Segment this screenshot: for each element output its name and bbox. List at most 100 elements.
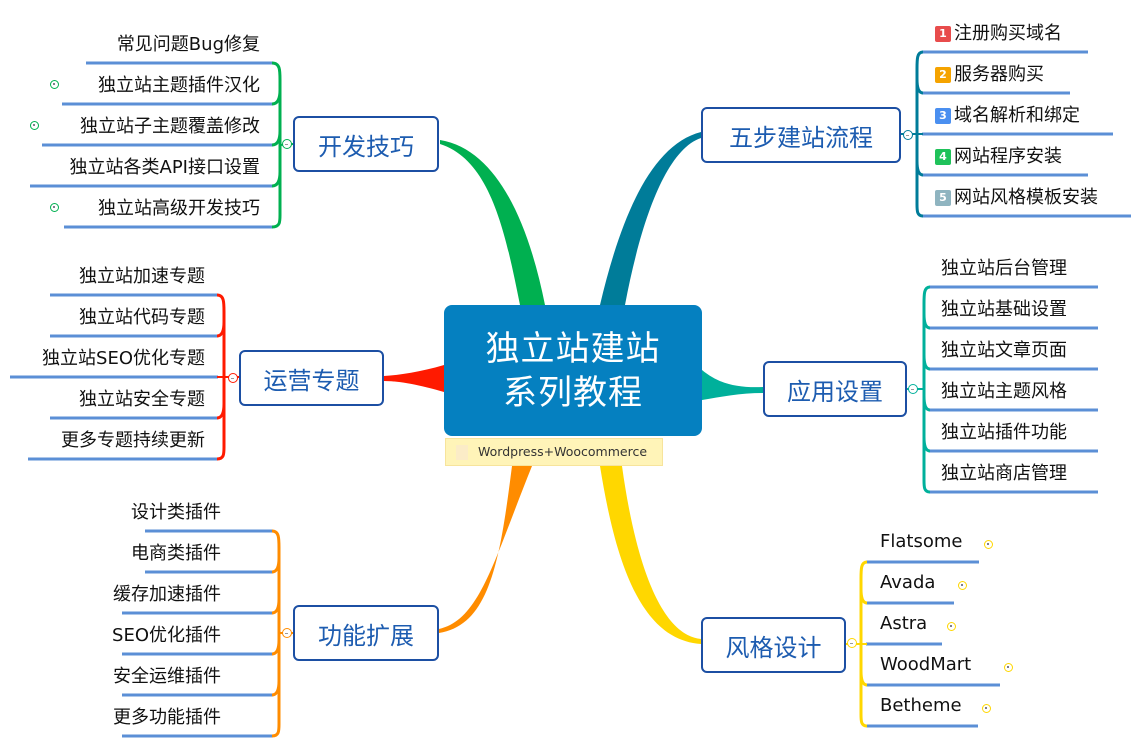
- steps-bracket: [915, 50, 924, 218]
- ext-bracket-branch: [271, 598, 281, 615]
- central-topic[interactable]: 独立站建站 系列教程: [444, 305, 702, 436]
- ops-bracket-branch: [216, 403, 226, 420]
- collapse-minus-icon: [231, 377, 234, 379]
- topic-app[interactable]: 应用设置: [763, 361, 907, 417]
- dev-item-marker-icon: [29, 120, 39, 130]
- step-item-label: 域名解析和绑定: [954, 105, 1080, 126]
- step-number-badge-icon: 4: [935, 149, 951, 165]
- style-item[interactable]: Betheme: [880, 695, 962, 716]
- topic-ext-label: 功能扩展: [318, 621, 414, 650]
- step-number-badge-icon: 2: [935, 67, 951, 83]
- collapse-minus-icon: [285, 632, 288, 634]
- collapse-minus-icon: [285, 143, 288, 145]
- ops-bracket-branch: [216, 321, 226, 338]
- dev-bracket: [271, 61, 282, 229]
- style-item[interactable]: WoodMart: [880, 654, 972, 675]
- ext-item[interactable]: 电商类插件: [131, 543, 221, 564]
- ops-item[interactable]: 更多专题持续更新: [61, 430, 205, 451]
- style-item[interactable]: Flatsome: [880, 531, 963, 552]
- collapse-minus-icon: [906, 134, 909, 136]
- connector-ext: [439, 466, 532, 633]
- style-item[interactable]: Avada: [880, 572, 936, 593]
- topic-style[interactable]: 风格设计: [701, 617, 846, 673]
- topic-ops-label: 运营专题: [263, 366, 360, 395]
- ops-item[interactable]: 独立站加速专题: [79, 266, 205, 287]
- step-item-label: 注册购买域名: [954, 23, 1062, 44]
- dev-item[interactable]: 常见问题Bug修复: [116, 34, 260, 55]
- steps-collapse-toggle[interactable]: [903, 130, 913, 140]
- style-bracket: [859, 560, 868, 728]
- app-bracket-branch: [922, 354, 931, 371]
- ext-item[interactable]: 缓存加速插件: [113, 584, 221, 605]
- topic-ext[interactable]: 功能扩展: [293, 605, 439, 661]
- style-item-marker-icon: [983, 539, 993, 549]
- connector-steps: [600, 132, 701, 305]
- app-item[interactable]: 独立站主题风格: [941, 381, 1067, 402]
- style-bracket-branch: [859, 588, 868, 605]
- app-item[interactable]: 独立站商店管理: [941, 463, 1067, 484]
- app-item[interactable]: 独立站插件功能: [941, 422, 1067, 443]
- style-item-marker-icon: [981, 703, 991, 713]
- topic-steps[interactable]: 五步建站流程: [701, 107, 901, 163]
- app-bracket: [922, 285, 931, 494]
- dev-item[interactable]: 独立站主题插件汉化: [98, 75, 260, 96]
- ext-item[interactable]: 设计类插件: [131, 502, 221, 523]
- ext-collapse-toggle[interactable]: [282, 628, 292, 638]
- dev-bracket-branch: [271, 89, 282, 106]
- ext-bracket: [271, 529, 281, 738]
- topic-ops[interactable]: 运营专题: [239, 350, 384, 406]
- dev-item-marker-icon: [49, 202, 59, 212]
- dev-item[interactable]: 独立站各类API接口设置: [69, 157, 260, 178]
- topic-dev[interactable]: 开发技巧: [293, 116, 439, 172]
- topic-steps-label: 五步建站流程: [729, 123, 873, 152]
- ops-item[interactable]: 独立站代码专题: [79, 307, 205, 328]
- topic-style-label: 风格设计: [725, 633, 822, 662]
- style-bracket-branch: [859, 670, 868, 687]
- dev-item[interactable]: 独立站高级开发技巧: [98, 198, 260, 219]
- dev-item[interactable]: 独立站子主题覆盖修改: [80, 116, 260, 137]
- app-collapse-toggle[interactable]: [908, 384, 918, 394]
- ext-item[interactable]: 更多功能插件: [113, 707, 221, 728]
- central-note[interactable]: Wordpress+Woocommerce: [445, 438, 663, 466]
- steps-bracket-branch: [915, 78, 924, 95]
- step-item-label: 网站程序安装: [954, 146, 1062, 167]
- dev-item-marker-icon: [49, 79, 59, 89]
- dev-collapse-toggle[interactable]: [282, 139, 292, 149]
- step-item-label: 网站风格模板安装: [954, 187, 1098, 208]
- note-text: Wordpress+Woocommerce: [478, 444, 648, 459]
- ext-item[interactable]: SEO优化插件: [112, 625, 221, 646]
- ops-bracket: [216, 293, 226, 461]
- connector-style: [600, 466, 701, 644]
- connector-app: [702, 370, 763, 400]
- app-bracket-branch: [922, 313, 931, 330]
- ops-collapse-toggle[interactable]: [228, 373, 238, 383]
- step-number-badge-icon: 1: [935, 26, 951, 42]
- topic-app-label: 应用设置: [787, 377, 883, 406]
- ext-item[interactable]: 安全运维插件: [113, 666, 221, 687]
- style-item-marker-icon: [946, 621, 956, 631]
- ops-item[interactable]: 独立站SEO优化专题: [42, 348, 205, 369]
- style-item[interactable]: Astra: [880, 613, 928, 634]
- ext-bracket-branch: [271, 680, 281, 697]
- app-item[interactable]: 独立站后台管理: [941, 258, 1067, 279]
- ext-bracket-branch: [271, 557, 281, 574]
- steps-bracket-branch: [915, 160, 924, 177]
- app-item[interactable]: 独立站基础设置: [941, 299, 1067, 320]
- app-bracket-branch: [922, 436, 931, 453]
- app-item[interactable]: 独立站文章页面: [941, 340, 1067, 361]
- topic-dev-label: 开发技巧: [318, 132, 414, 161]
- style-item-marker-icon: [1003, 662, 1013, 672]
- style-collapse-toggle[interactable]: [847, 638, 857, 648]
- dev-bracket-branch: [271, 130, 282, 147]
- style-item-marker-icon: [957, 580, 967, 590]
- ops-item[interactable]: 独立站安全专题: [79, 389, 205, 410]
- note-icon: [456, 445, 468, 460]
- central-title-line2: 系列教程: [503, 372, 643, 413]
- app-bracket-branch: [922, 395, 931, 412]
